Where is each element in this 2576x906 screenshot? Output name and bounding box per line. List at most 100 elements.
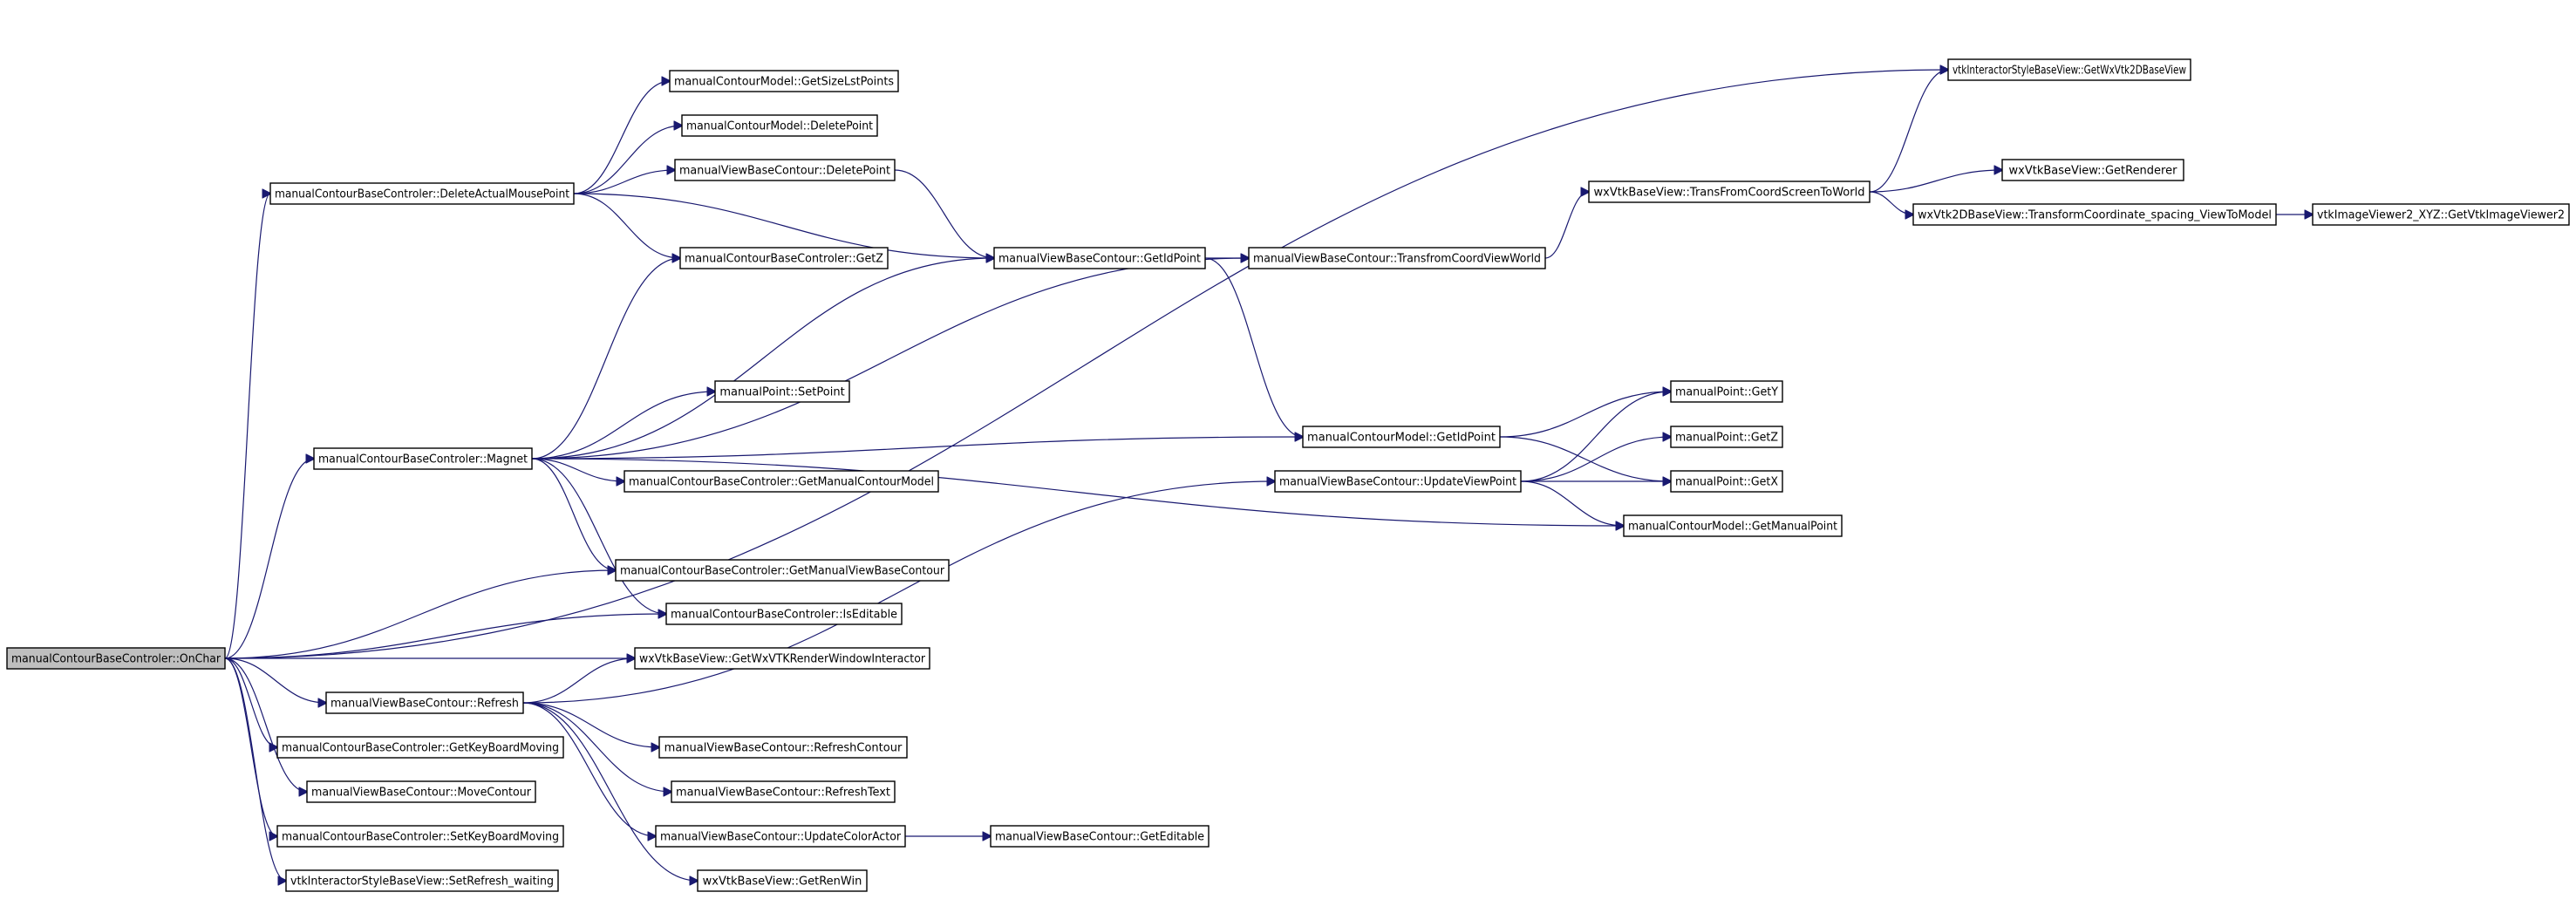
node-manualviewbasecontour-refreshtext[interactable]: manualViewBaseContour::RefreshText xyxy=(671,780,896,803)
edge-n6-n15 xyxy=(1204,257,1303,437)
edge-n1-n6 xyxy=(573,193,994,258)
node-manualcontourmodel-getmanualpoint[interactable]: manualContourModel::GetManualPoint xyxy=(1623,514,1843,537)
node-label: vtkInteractorStyleBaseView::SetRefresh_w… xyxy=(290,875,554,889)
node-wxvtkbaseview-transfromcoordscreentoworld[interactable]: wxVtkBaseView::TransFromCoordScreenToWor… xyxy=(1588,181,1871,203)
node-box[interactable] xyxy=(1670,470,1783,493)
edge-layer xyxy=(224,70,2313,881)
edge-n8-n10 xyxy=(1869,170,2002,193)
node-label: manualContourBaseControler::IsEditable xyxy=(671,609,897,622)
node-box[interactable] xyxy=(990,825,1210,848)
node-box[interactable] xyxy=(1670,380,1783,403)
node-manualcontourbasecontroler-magnet[interactable]: manualContourBaseControler::Magnet xyxy=(313,447,533,470)
node-manualviewbasecontour-updateviewpoint[interactable]: manualViewBaseContour::UpdateViewPoint xyxy=(1274,470,1522,493)
edge-n0-n23 xyxy=(224,614,666,659)
edge-n14-n13 xyxy=(531,392,715,460)
node-box[interactable] xyxy=(658,736,908,759)
node-manualpoint-getz[interactable]: manualPoint::GetZ xyxy=(1670,426,1783,448)
node-label: manualViewBaseContour::TransfromCoordVie… xyxy=(1253,253,1541,266)
node-manualcontourbasecontroler-getkeyboardmoving[interactable]: manualContourBaseControler::GetKeyBoardM… xyxy=(276,736,564,759)
node-label: manualContourBaseControler::OnChar xyxy=(11,653,221,666)
node-manualcontourmodel-getidpoint[interactable]: manualContourModel::GetIdPoint xyxy=(1302,426,1501,448)
node-box[interactable] xyxy=(671,780,896,803)
node-manualviewbasecontour-updatecoloractor[interactable]: manualViewBaseContour::UpdateColorActor xyxy=(655,825,906,848)
node-manualviewbasecontour-geteditable[interactable]: manualViewBaseContour::GetEditable xyxy=(990,825,1210,848)
edge-n1-n5 xyxy=(573,193,680,258)
node-manualpoint-setpoint[interactable]: manualPoint::SetPoint xyxy=(714,380,850,403)
edge-n0-n22 xyxy=(224,570,616,659)
edge-n14-n22 xyxy=(531,458,616,570)
node-manualcontourbasecontroler-getmanualviewbasecontour[interactable]: manualContourBaseControler::GetManualVie… xyxy=(615,559,950,582)
node-manualviewbasecontour-getidpoint[interactable]: manualViewBaseContour::GetIdPoint xyxy=(993,247,1206,269)
node-label: manualViewBaseContour::GetEditable xyxy=(995,831,1204,844)
node-box[interactable] xyxy=(1670,426,1783,448)
node-box[interactable] xyxy=(993,247,1206,269)
node-manualviewbasecontour-refresh[interactable]: manualViewBaseContour::Refresh xyxy=(325,691,524,714)
edge-n14-n5 xyxy=(531,258,680,460)
node-label: manualViewBaseContour::Refresh xyxy=(331,698,519,711)
edge-n20-n21 xyxy=(1520,480,1624,526)
node-label: wxVtkBaseView::TransFromCoordScreenToWor… xyxy=(1594,187,1865,200)
node-box[interactable] xyxy=(313,447,533,470)
edge-n25-n27 xyxy=(522,702,659,747)
node-box[interactable] xyxy=(1588,181,1871,203)
node-label: manualContourModel::DeletePoint xyxy=(686,120,873,133)
node-manualcontourmodel-getsizelstpoints[interactable]: manualContourModel::GetSizeLstPoints xyxy=(669,70,899,92)
node-wxvtkbaseview-getrenwin[interactable]: wxVtkBaseView::GetRenWin xyxy=(697,869,868,892)
node-box[interactable] xyxy=(714,380,850,403)
node-box[interactable] xyxy=(669,70,899,92)
node-box[interactable] xyxy=(1947,58,2191,81)
edge-n25-n20 xyxy=(522,481,1275,704)
node-label: manualPoint::SetPoint xyxy=(719,386,844,399)
node-box[interactable] xyxy=(306,780,536,803)
node-box[interactable] xyxy=(269,182,575,205)
node-manualcontourbasecontroler-onchar[interactable]: manualContourBaseControler::OnChar xyxy=(6,647,226,670)
node-wxvtkbaseview-getrenderer[interactable]: wxVtkBaseView::GetRenderer xyxy=(2001,159,2184,181)
node-box[interactable] xyxy=(665,603,903,625)
node-label: manualViewBaseContour::RefreshText xyxy=(676,787,890,800)
node-vtkimageviewer2-xyz-getvtkimageviewer2[interactable]: vtkImageViewer2_XYZ::GetVtkImageViewer2 xyxy=(2312,203,2570,226)
node-box[interactable] xyxy=(276,736,564,759)
node-box[interactable] xyxy=(6,647,226,670)
node-box[interactable] xyxy=(679,247,889,269)
node-vtkinteractorstylebaseview-getwxvtk2dbaseview[interactable]: vtkInteractorStyleBaseView::GetWxVtk2DBa… xyxy=(1947,58,2191,81)
node-box[interactable] xyxy=(655,825,906,848)
node-box[interactable] xyxy=(2001,159,2184,181)
node-box[interactable] xyxy=(2312,203,2570,226)
edge-n14-n6 xyxy=(531,258,994,460)
node-manualcontourbasecontroler-getz[interactable]: manualContourBaseControler::GetZ xyxy=(679,247,889,269)
edge-n0-n33 xyxy=(224,657,286,881)
node-wxvtkbaseview-getwxvtkrenderwindowinteractor[interactable]: wxVtkBaseView::GetWxVTKRenderWindowInter… xyxy=(634,647,930,670)
node-box[interactable] xyxy=(1274,470,1522,493)
node-manualcontourbasecontroler-deleteactualmousepoint[interactable]: manualContourBaseControler::DeleteActual… xyxy=(269,182,575,205)
node-manualpoint-gety[interactable]: manualPoint::GetY xyxy=(1670,380,1783,403)
edge-n1-n4 xyxy=(573,170,675,194)
node-box[interactable] xyxy=(285,869,559,892)
node-manualcontourbasecontroler-iseditable[interactable]: manualContourBaseControler::IsEditable xyxy=(665,603,903,625)
node-manualcontourmodel-deletepoint[interactable]: manualContourModel::DeletePoint xyxy=(681,114,878,137)
node-box[interactable] xyxy=(634,647,930,670)
node-box[interactable] xyxy=(325,691,524,714)
node-box[interactable] xyxy=(624,470,939,493)
node-wxvtk2dbaseview-transformcoordinate-spacing-viewtomodel[interactable]: wxVtk2DBaseView::TransformCoordinate_spa… xyxy=(1912,203,2277,226)
node-box[interactable] xyxy=(1248,247,1546,269)
node-manualpoint-getx[interactable]: manualPoint::GetX xyxy=(1670,470,1783,493)
node-box[interactable] xyxy=(615,559,950,582)
edge-n0-n26 xyxy=(224,657,277,747)
node-box[interactable] xyxy=(1912,203,2277,226)
node-manualviewbasecontour-transfromcoordviewworld[interactable]: manualViewBaseContour::TransfromCoordVie… xyxy=(1248,247,1546,269)
node-box[interactable] xyxy=(674,159,896,181)
node-box[interactable] xyxy=(681,114,878,137)
node-vtkinteractorstylebaseview-setrefresh-waiting[interactable]: vtkInteractorStyleBaseView::SetRefresh_w… xyxy=(285,869,559,892)
node-manualcontourbasecontroler-setkeyboardmoving[interactable]: manualContourBaseControler::SetKeyBoardM… xyxy=(276,825,564,848)
node-box[interactable] xyxy=(1302,426,1501,448)
node-box[interactable] xyxy=(276,825,564,848)
edge-n25-n31 xyxy=(522,702,656,836)
node-manualviewbasecontour-deletepoint[interactable]: manualViewBaseContour::DeletePoint xyxy=(674,159,896,181)
node-box[interactable] xyxy=(697,869,868,892)
node-box[interactable] xyxy=(1623,514,1843,537)
edge-n25-n34 xyxy=(522,702,698,881)
edge-n14-n21 xyxy=(531,458,1624,526)
node-manualviewbasecontour-movecontour[interactable]: manualViewBaseContour::MoveContour xyxy=(306,780,536,803)
node-manualviewbasecontour-refreshcontour[interactable]: manualViewBaseContour::RefreshContour xyxy=(658,736,908,759)
node-manualcontourbasecontroler-getmanualcontourmodel[interactable]: manualContourBaseControler::GetManualCon… xyxy=(624,470,939,493)
